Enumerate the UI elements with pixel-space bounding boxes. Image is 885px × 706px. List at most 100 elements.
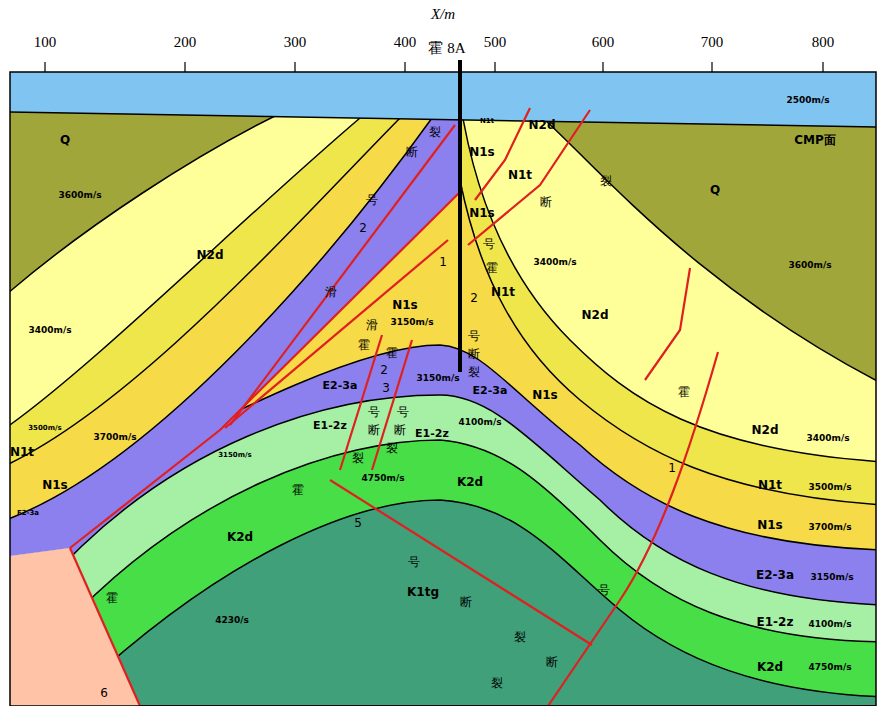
section-label: 3150m/s	[810, 573, 853, 582]
section-label: 滑	[325, 286, 337, 298]
section-label: 4230/s	[215, 616, 249, 625]
section-label: N2d	[582, 309, 609, 321]
fault-lines	[70, 108, 718, 706]
section-label: 裂	[386, 442, 398, 454]
section-label: 5	[354, 517, 362, 529]
section-label: K1tg	[407, 586, 439, 598]
section-label: E1-2z	[415, 428, 449, 439]
section-label: 400	[394, 35, 417, 50]
section-label: 3700m/s	[93, 433, 136, 442]
section-label: 断	[368, 424, 380, 436]
section-label: 号	[397, 406, 409, 418]
well-bore	[458, 60, 462, 372]
section-label: N2d	[197, 249, 224, 261]
section-label: 500	[484, 35, 507, 50]
section-label: 4100m/s	[808, 620, 851, 629]
section-label: 4750m/s	[808, 663, 851, 672]
section-label: 3150m/s	[218, 452, 252, 459]
section-label: 霍	[486, 262, 498, 274]
section-label: 4750m/s	[361, 474, 404, 483]
section-label: 号	[468, 330, 480, 342]
n1s-hanging	[0, 60, 440, 522]
section-label: E2-3a	[756, 569, 794, 581]
n1t-hanging	[0, 60, 400, 468]
section-label: N1t	[10, 446, 34, 458]
section-label: 200	[174, 35, 197, 50]
section-label: 3500m/s	[808, 483, 851, 492]
section-label: 断	[406, 146, 418, 158]
section-label: 3400m/s	[806, 434, 849, 443]
cmp-line	[10, 112, 876, 127]
section-label: N1t	[508, 169, 532, 181]
section-label: 3600m/s	[58, 191, 101, 200]
section-label: K2d	[227, 531, 253, 543]
section-label: 霍	[678, 386, 690, 398]
section-label: 号	[366, 194, 378, 206]
section-label: 3500m/s	[28, 425, 62, 432]
section-label: 3400m/s	[533, 258, 576, 267]
section-label: 裂	[514, 631, 526, 643]
section-label: CMP面	[794, 134, 836, 146]
section-label: 3	[382, 382, 390, 394]
section-label: N1t	[480, 118, 494, 125]
section-label: 号	[408, 556, 420, 568]
section-label: Q	[60, 134, 70, 146]
section-label: 3400m/s	[28, 326, 71, 335]
section-label: E2-3a	[473, 385, 508, 396]
section-label: N1s	[469, 146, 495, 158]
basement-block	[10, 548, 140, 706]
section-label: 霍	[386, 347, 398, 359]
section-label: 1	[439, 256, 447, 268]
section-label: 3700m/s	[808, 523, 851, 532]
k1tg-layer	[0, 500, 885, 706]
section-label: 3600m/s	[788, 261, 831, 270]
section-label: N1s	[42, 479, 68, 491]
section-label: 裂	[352, 452, 364, 464]
hanging-wall-layers	[0, 60, 470, 580]
section-label: 6	[100, 687, 108, 699]
section-label: 2	[380, 364, 388, 376]
section-label: N1s	[392, 299, 418, 311]
section-label: 100	[34, 35, 57, 50]
sea-water	[10, 72, 876, 127]
section-label: 号	[483, 238, 495, 250]
section-label: 1	[668, 462, 676, 474]
section-label: 霍	[106, 592, 118, 604]
section-label: 霍	[292, 484, 304, 496]
section-label: N2d	[529, 119, 556, 131]
section-label: 2	[359, 222, 367, 234]
section-label: N1s	[469, 207, 495, 219]
section-label: 2	[470, 292, 478, 304]
section-label: N1t	[758, 479, 782, 491]
section-label: 断	[546, 656, 558, 668]
section-label: 裂	[600, 175, 612, 187]
section-label: K2d	[457, 476, 483, 488]
section-label: E2-3a	[323, 380, 358, 391]
section-label: 断	[468, 348, 480, 360]
footwall-layers	[0, 60, 885, 706]
section-label: 裂	[468, 366, 480, 378]
section-label: 3150m/s	[416, 374, 459, 383]
section-label: 800	[812, 35, 835, 50]
axis-ticks	[45, 62, 823, 72]
section-label: X/m	[431, 7, 455, 22]
section-label: Q	[710, 184, 720, 196]
section-label: 4100m/s	[458, 418, 501, 427]
section-label: N2d	[752, 424, 779, 436]
section-label: 断	[460, 596, 472, 608]
section-label: 号	[368, 406, 380, 418]
section-label: 断	[394, 424, 406, 436]
section-label: 霍	[358, 339, 370, 351]
section-label: 2500m/s	[786, 96, 829, 105]
section-label: 号	[598, 584, 610, 596]
section-label: 300	[284, 35, 307, 50]
section-label: 700	[701, 35, 724, 50]
section-label: 600	[592, 35, 615, 50]
section-label: 霍 8A	[428, 41, 465, 56]
section-frame	[10, 72, 876, 706]
section-label: E1-2z	[757, 616, 794, 628]
section-label: 断	[540, 196, 552, 208]
